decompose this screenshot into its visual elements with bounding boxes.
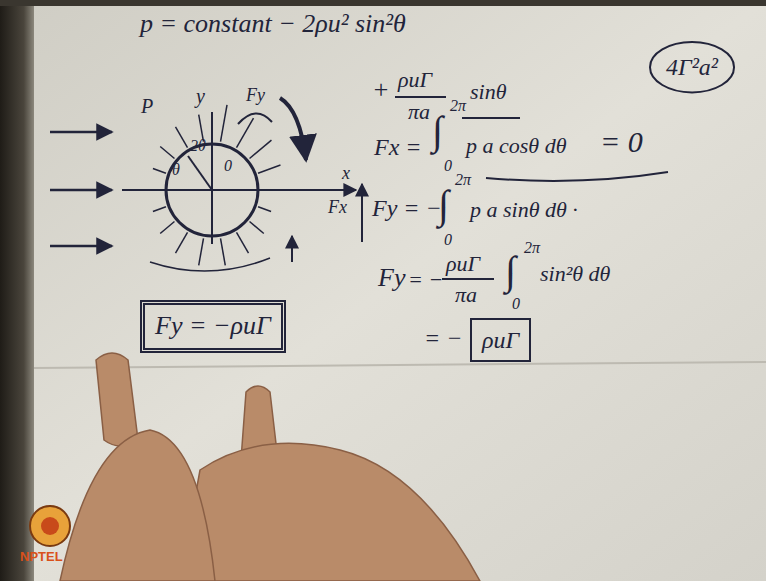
boxed-result: ρuΓ <box>470 318 531 362</box>
handwritten-text: = 0 <box>600 126 643 158</box>
pressure-vectors <box>151 105 280 266</box>
handwritten-text: y <box>196 86 205 107</box>
pressure-vector <box>160 221 174 233</box>
fraction-bars <box>395 97 668 279</box>
handwritten-text: πa <box>455 283 477 306</box>
pressure-vector <box>153 168 166 173</box>
pressure-vector <box>237 232 249 253</box>
handwritten-text: πa <box>408 100 430 123</box>
integral-sign: ∫ <box>432 110 443 152</box>
pressure-vector <box>176 232 188 253</box>
pressure-vector <box>221 238 226 265</box>
logo-text: NPTEL <box>20 550 63 564</box>
handwritten-text: sinθ <box>470 80 506 103</box>
pressure-vector <box>250 221 264 233</box>
handwritten-text: 2π <box>450 98 466 115</box>
handwritten-text: x <box>342 164 350 183</box>
pressure-vector <box>153 207 166 212</box>
ellipse-outline <box>650 42 734 92</box>
handwritten-text: Fy = − <box>372 196 442 221</box>
node-text: Fy = −ρuΓ <box>155 312 271 341</box>
boxed-result: Fy = −ρuΓ <box>140 300 286 353</box>
handwritten-text: Fy <box>378 264 405 291</box>
handwritten-text: p = constant − 2ρu² sin²θ <box>140 10 406 37</box>
handwritten-text: ρuΓ <box>446 252 480 275</box>
top-edge <box>0 0 766 6</box>
pressure-vector <box>151 189 163 191</box>
node-text: 4Γ²a² <box>666 54 718 80</box>
integral-sign: ∫ <box>505 250 516 292</box>
handwritten-text: 0 <box>224 158 232 175</box>
handwritten-text: 2π <box>455 172 471 189</box>
handwritten-text: Fx <box>328 198 347 217</box>
circled-term: 4Γ²a² <box>648 40 736 94</box>
handwritten-text: + <box>372 76 390 103</box>
pressure-vector <box>258 207 271 212</box>
handwritten-text: P <box>141 96 153 117</box>
handwritten-text: 0 <box>444 232 452 249</box>
handwritten-text: sin²θ dθ <box>540 262 610 285</box>
nptel-logo <box>30 506 70 546</box>
handwritten-text: ρuΓ <box>398 68 432 91</box>
cylinder <box>166 144 258 236</box>
pressure-vector <box>258 165 280 173</box>
handwritten-text: θ <box>172 162 180 179</box>
pressure-vector <box>176 127 188 148</box>
paper-crease <box>34 362 766 368</box>
axes <box>122 112 356 244</box>
node-text: ρuΓ <box>482 327 519 353</box>
handwritten-text: p a cosθ dθ <box>466 134 566 157</box>
handwritten-text: = − <box>408 268 443 291</box>
handwritten-text: 0 <box>444 158 452 175</box>
pressure-vector <box>261 189 273 191</box>
pressure-vector <box>199 238 204 265</box>
handwritten-text: Fx = <box>374 135 422 160</box>
handwritten-text: p a sinθ dθ · <box>470 198 578 221</box>
handwritten-text: 0 <box>512 296 520 313</box>
page-edge <box>0 0 34 581</box>
handwritten-text: 2θ <box>190 138 206 155</box>
pressure-vector <box>160 147 174 159</box>
flow-arrows <box>50 132 112 246</box>
pressure-vector <box>221 105 228 142</box>
handwritten-text: 2π <box>524 240 540 257</box>
pressure-vector <box>250 140 272 158</box>
integral-sign: ∫ <box>438 184 449 226</box>
handwritten-text: = − <box>424 326 462 351</box>
handwritten-text: Fy <box>246 86 265 105</box>
hand <box>60 353 480 581</box>
force-arrows <box>150 98 362 271</box>
